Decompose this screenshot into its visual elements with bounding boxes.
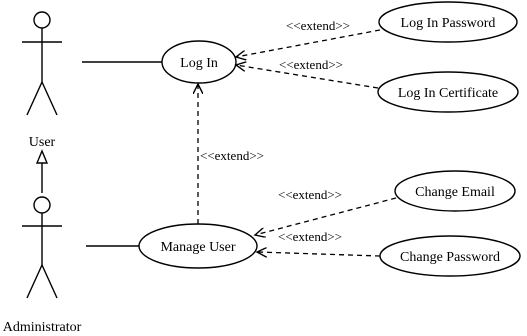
use-case-change-email[interactable]: Change Email: [394, 170, 516, 212]
use-case-log-in-certificate-ellipse: [377, 71, 519, 113]
actor-user-head: [33, 11, 51, 29]
extend-label-change-password: <<extend>>: [278, 229, 342, 244]
use-case-change-email-ellipse: [394, 170, 516, 212]
actor-administrator-head: [33, 196, 51, 214]
actor-user-label: User: [29, 135, 56, 150]
generalization-admin-to-user: [35, 149, 49, 193]
extend-arrow-log-in-certificate: [236, 65, 379, 89]
actor-user-left-leg: [26, 81, 43, 116]
extend-label-log-in-password: <<extend>>: [286, 18, 350, 33]
use-case-log-in-certificate[interactable]: Log In Certificate: [377, 71, 519, 113]
extend-label-change-email: <<extend>>: [278, 187, 342, 202]
extend-arrow-log-in-password: [236, 29, 381, 57]
generalization-triangle-icon: [35, 149, 49, 164]
actor-administrator-right-leg: [41, 264, 58, 299]
use-case-log-in[interactable]: Log In: [161, 40, 237, 84]
extend-arrow-change-password: [257, 252, 381, 256]
use-case-change-password-label: Change Password: [400, 250, 500, 265]
use-case-log-in-password-ellipse: [378, 1, 518, 43]
use-case-log-in-password-label: Log In Password: [401, 16, 496, 31]
use-case-change-email-label: Change Email: [415, 185, 495, 200]
actor-administrator-left-leg: [26, 264, 43, 299]
use-case-log-in-label: Log In: [180, 56, 218, 71]
actor-administrator[interactable]: Administrator: [3, 196, 82, 335]
extend-arrow-change-email: [255, 197, 397, 235]
use-case-manage-user[interactable]: Manage User: [138, 223, 258, 269]
extend-label-manage-user: <<extend>>: [200, 148, 264, 163]
use-case-change-password[interactable]: Change Password: [379, 235, 521, 277]
use-case-log-in-certificate-label: Log In Certificate: [398, 86, 498, 101]
extend-label-log-in-certificate: <<extend>>: [279, 57, 343, 72]
actor-user-right-leg: [41, 81, 58, 116]
actor-user[interactable]: User: [22, 11, 62, 150]
use-case-manage-user-label: Manage User: [160, 240, 235, 255]
actor-administrator-label: Administrator: [3, 320, 82, 335]
use-case-log-in-password[interactable]: Log In Password: [378, 1, 518, 43]
